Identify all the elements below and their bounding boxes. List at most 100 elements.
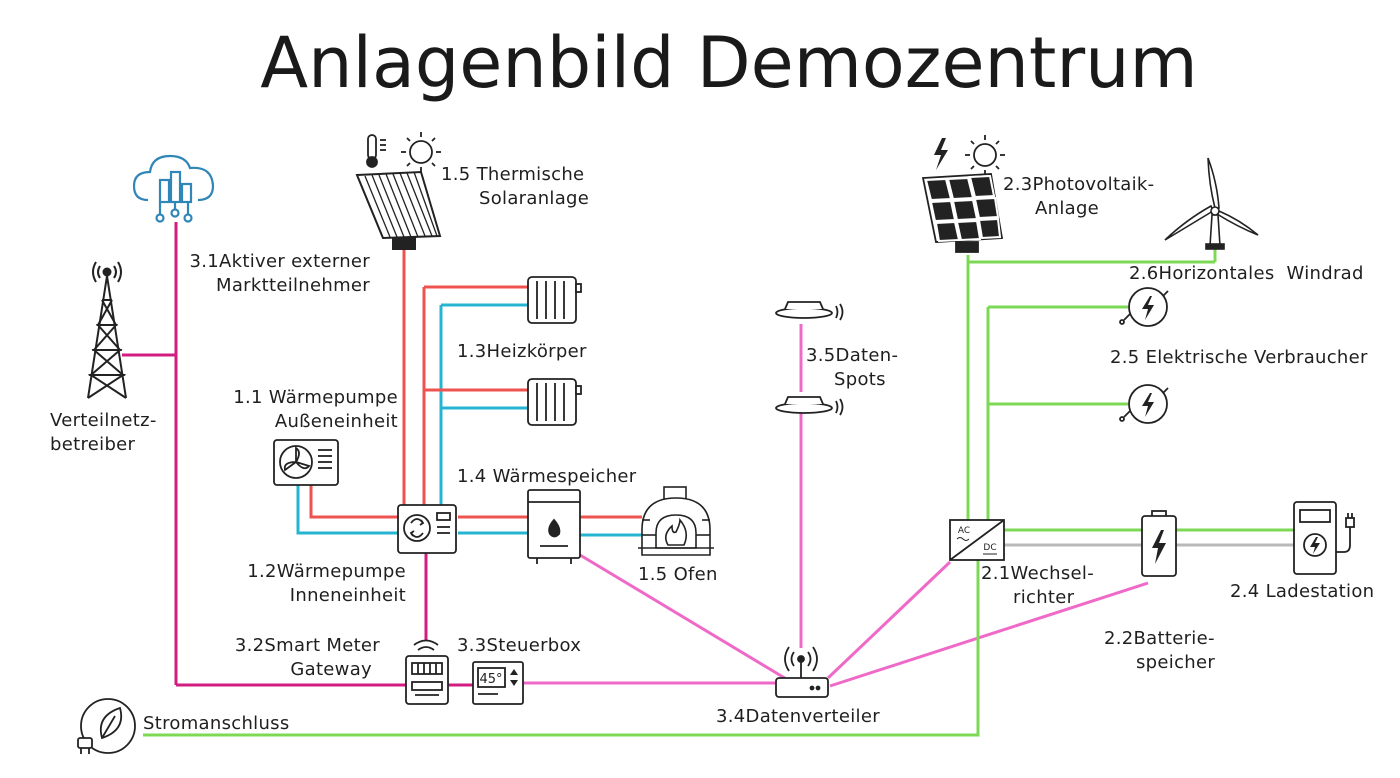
label-text: Stromanschluss (143, 713, 290, 734)
label-thermal-solar: 1.5 Thermische Solaranlage (441, 163, 589, 211)
heat-supply-lines (309, 250, 642, 519)
power-lines (143, 248, 1294, 737)
radio-tower-icon (87, 261, 127, 399)
pv-panel-icon (921, 173, 1004, 253)
label-number: 3.3 (457, 635, 487, 656)
data-spot-icon (775, 396, 844, 416)
label-number: 3.2 (234, 635, 265, 656)
label-text: Marktteilnehmer (216, 275, 370, 296)
heat-return-lines (296, 303, 642, 537)
label-text: Wärmepumpe (276, 561, 406, 582)
label-text: Anlage (1035, 198, 1100, 219)
grid-lines (122, 222, 473, 687)
label-control-box: 3.3Steuerbox (457, 634, 581, 658)
label-number: 2.3 (1003, 174, 1033, 195)
data-line-inverter-hub (826, 560, 952, 680)
label-number: 1.4 (457, 466, 487, 487)
label-text: Außeneinheit (274, 411, 398, 432)
label-battery: 2.2Batterie- speicher (1104, 627, 1215, 675)
label-number: 1.3 (457, 341, 487, 362)
label-text: Smart Meter (264, 635, 380, 656)
label-number: 3.1 (189, 251, 220, 272)
label-number: 1.5 (638, 564, 668, 585)
label-text: Photovoltaik- (1032, 174, 1155, 195)
label-heat-storage: 1.4 Wärmespeicher (457, 465, 637, 489)
thermostat-reading: 45° (479, 672, 502, 687)
brick-oven-icon (638, 486, 714, 556)
heat-storage-tank-icon (527, 489, 581, 564)
smart-meter-icon (405, 639, 449, 705)
label-text: Steuerbox (486, 635, 582, 656)
label-text: Spots (834, 369, 886, 390)
label-number: 1.2 (247, 561, 277, 582)
ev-charger-icon (1293, 501, 1355, 575)
label-charging: 2.4 Ladestation (1230, 580, 1374, 604)
label-text: Wechsel- (1010, 563, 1095, 584)
label-text: Thermische (476, 164, 585, 185)
label-text: Daten- (835, 345, 899, 366)
sun-icon (401, 132, 441, 172)
battery-icon (1141, 510, 1177, 577)
label-text: Aktiver externer (219, 251, 370, 272)
label-number: 1.5 (441, 164, 471, 185)
label-number: 2.1 (981, 563, 1011, 584)
thermostat-icon: 45° (472, 661, 524, 705)
label-number: 2.2 (1104, 628, 1134, 649)
label-wind: 2.6Horizontales Windrad (1129, 262, 1364, 286)
label-text: betreiber (50, 434, 136, 455)
thermometer-icon (366, 134, 386, 168)
label-text: Wärmepumpe (268, 387, 398, 408)
label-text: Batterie- (1133, 628, 1215, 649)
label-number: 2.6 (1129, 263, 1159, 284)
label-smart-meter: 3.2Smart Meter Gateway (220, 634, 380, 682)
electric-consumer-icon (1119, 287, 1169, 327)
wind-turbine-icon (1164, 157, 1259, 250)
label-text: richter (1013, 587, 1075, 608)
cloud-city-icon (132, 154, 215, 223)
label-heatpump-outdoor: 1.1 Wärmepumpe Außeneinheit (226, 386, 398, 434)
label-text: Elektrische Verbraucher (1145, 347, 1368, 368)
label-heatpump-indoor: 1.2Wärmepumpe Inneneinheit (226, 560, 406, 608)
data-line-storage-hub (574, 550, 789, 682)
label-text: Heizkörper (486, 341, 587, 362)
electric-consumer-icon (1119, 384, 1169, 424)
label-oven: 1.5 Ofen (638, 563, 718, 587)
label-external-market: 3.1Aktiver externer Marktteilnehmer (170, 250, 370, 298)
label-radiators: 1.3Heizkörper (457, 340, 587, 364)
sun-icon (965, 135, 1005, 175)
label-number: 2.4 (1230, 581, 1260, 602)
data-lines (522, 324, 1149, 688)
radiator-icon (527, 378, 582, 426)
label-data-hub: 3.4Datenverteiler (716, 705, 880, 729)
label-consumers: 2.5 Elektrische Verbraucher (1110, 346, 1368, 370)
label-text: Ladestation (1265, 581, 1375, 602)
label-data-spots: 3.5Daten- Spots (806, 344, 898, 392)
label-text: Gateway (290, 659, 372, 680)
heatpump-outdoor-unit-icon (273, 439, 339, 486)
inverter-ac-text: AC (958, 526, 970, 536)
label-number: 3.4 (716, 706, 746, 727)
radiator-icon (527, 276, 582, 324)
label-text: Inneneinheit (289, 585, 406, 606)
label-text: Verteilnetz- (50, 410, 157, 431)
data-spot-icon (775, 301, 844, 321)
leaf-plug-icon (77, 698, 136, 754)
lightning-icon (934, 138, 948, 170)
inverter-dc-text: DC (983, 543, 996, 553)
label-text: Solaranlage (479, 188, 590, 209)
label-text: Horizontales Windrad (1158, 263, 1364, 284)
label-grid-operator: Verteilnetz- betreiber (50, 409, 157, 457)
label-number: 1.1 (233, 387, 263, 408)
label-number: 2.5 (1110, 347, 1140, 368)
label-text: Wärmespeicher (492, 466, 637, 487)
label-text: speicher (1136, 652, 1216, 673)
label-inverter: 2.1Wechsel- richter (981, 562, 1094, 610)
label-number: 3.5 (806, 345, 836, 366)
label-text: Ofen (673, 564, 718, 585)
solar-thermal-panel-icon (355, 170, 442, 250)
router-icon (775, 646, 829, 698)
inverter-icon: AC DC (949, 519, 1005, 561)
label-text: Datenverteiler (745, 706, 880, 727)
